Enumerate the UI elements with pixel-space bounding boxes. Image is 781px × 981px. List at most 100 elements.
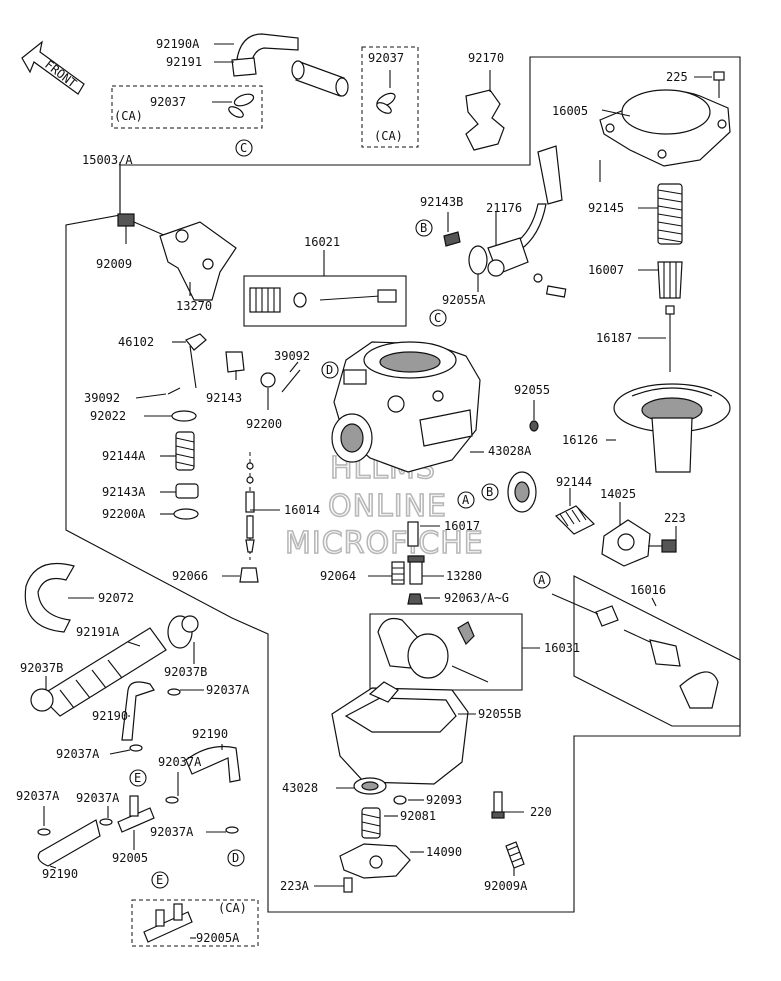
screw-225-icon	[713, 71, 725, 98]
label-ca-1: (CA)	[114, 109, 143, 123]
float-16031-icon	[377, 617, 489, 683]
callout-a-right: A	[533, 571, 551, 589]
label-92009a: 92009A	[484, 879, 528, 893]
jet-13280-icon	[407, 555, 425, 585]
callouts: C B C D A B A E D E	[129, 139, 551, 889]
label-92072: 92072	[98, 591, 134, 605]
label-92022: 92022	[90, 409, 126, 423]
label-92005a: 92005A	[196, 931, 240, 945]
diaphragm-16126-icon	[613, 383, 731, 473]
callout-e-mid: E	[129, 769, 147, 787]
cover-14025-icon	[601, 519, 651, 567]
label-92037a-5: 92037A	[76, 791, 120, 805]
callout-d-mid: D	[227, 849, 245, 867]
label-220: 220	[530, 805, 552, 819]
label-92145: 92145	[588, 201, 624, 215]
label-13270: 13270	[176, 299, 212, 313]
spring-92081-icon	[361, 807, 381, 839]
watermark-line-3: MICROFICHE	[285, 526, 484, 561]
cover-14090-icon	[339, 843, 411, 879]
label-92190-2: 92190	[192, 727, 228, 741]
hose-92190-icon	[37, 681, 241, 867]
ca-box-top	[361, 46, 419, 148]
label-43028: 43028	[282, 781, 318, 795]
label-16021: 16021	[304, 235, 340, 249]
bracket-13270-icon	[159, 221, 237, 301]
label-92081: 92081	[400, 809, 436, 823]
clamp-92037b-icon	[30, 615, 199, 712]
svg-text:C: C	[240, 141, 247, 155]
svg-text:D: D	[326, 363, 333, 377]
spring-92144a-icon	[175, 431, 195, 471]
label-92037b-right: 92037B	[164, 665, 207, 679]
label-92191: 92191	[166, 55, 202, 69]
clip-92037a-icon	[37, 688, 239, 836]
label-16016: 16016	[630, 583, 666, 597]
washer-92200-icon	[260, 372, 276, 388]
callout-e-bottom: E	[151, 871, 169, 889]
jet-16017-icon	[407, 521, 419, 547]
leader-lines	[43, 43, 712, 939]
callout-d-body: D	[321, 361, 339, 379]
label-223: 223	[664, 511, 686, 525]
throttle-sensor-21176-icon	[487, 145, 567, 298]
assembly-outline	[65, 56, 741, 913]
pin-39092-icon	[167, 369, 301, 395]
ca-box-bottom	[131, 899, 259, 947]
carburetor-body-icon	[331, 341, 481, 473]
label-92037a-3: 92037A	[158, 755, 202, 769]
o-ring-92055a-icon	[468, 245, 488, 275]
callout-b-body: B	[481, 483, 499, 501]
label-46102: 46102	[118, 335, 154, 349]
pin-46102-icon	[185, 333, 207, 389]
pilot-screw-16014-icon	[245, 452, 255, 560]
label-16014: 16014	[284, 503, 320, 517]
label-92037a-4: 92037A	[16, 789, 60, 803]
label-16005: 16005	[552, 104, 588, 118]
front-label: FRONT	[42, 57, 79, 90]
breather-hose-top	[231, 33, 349, 97]
starter-plunger-16016-icon	[551, 593, 719, 709]
callout-c-body: C	[429, 309, 447, 327]
label-92037-top: 92037	[368, 51, 404, 65]
svg-text:A: A	[538, 573, 546, 587]
front-arrow-icon: FRONT	[21, 40, 85, 95]
spring-92145-icon	[657, 183, 683, 245]
jet-needle-16187-icon	[665, 305, 675, 372]
label-225: 225	[666, 70, 688, 84]
label-92200a: 92200A	[102, 507, 146, 521]
label-92190-1: 92190	[92, 709, 128, 723]
label-92005: 92005	[112, 851, 148, 865]
needle-holder-16007-icon	[657, 261, 683, 299]
o-ring-92055-icon	[529, 420, 539, 432]
svg-text:E: E	[156, 873, 163, 887]
label-16187: 16187	[596, 331, 632, 345]
label-21176: 21176	[486, 201, 522, 215]
label-15003a: 15003/A	[82, 153, 133, 167]
label-92144a: 92144A	[102, 449, 146, 463]
label-92055: 92055	[514, 383, 550, 397]
label-92093: 92093	[426, 793, 462, 807]
label-92037a-1: 92037A	[206, 683, 250, 697]
label-92037-left: 92037	[150, 95, 186, 109]
label-39092-left: 39092	[84, 391, 120, 405]
jet-92063-icon	[407, 593, 423, 605]
t-joint-92005a-icon	[143, 903, 193, 943]
label-ca-2: (CA)	[374, 129, 403, 143]
float-bowl-icon	[331, 681, 469, 785]
label-14025: 14025	[600, 487, 636, 501]
label-92191a: 92191A	[76, 625, 120, 639]
clamp-92072-icon	[24, 562, 75, 633]
label-16031: 16031	[544, 641, 580, 655]
group-box-16031	[369, 613, 523, 691]
top-cover-16005-icon	[599, 89, 731, 167]
screw-223a-icon	[343, 877, 353, 893]
label-92200: 92200	[246, 417, 282, 431]
label-39092-right: 39092	[274, 349, 310, 363]
label-92037a-2: 92037A	[56, 747, 100, 761]
label-223a: 223A	[280, 879, 310, 893]
label-92009: 92009	[96, 257, 132, 271]
svg-text:A: A	[462, 493, 470, 507]
callout-b-top: B	[415, 219, 433, 237]
svg-text:B: B	[420, 221, 427, 235]
